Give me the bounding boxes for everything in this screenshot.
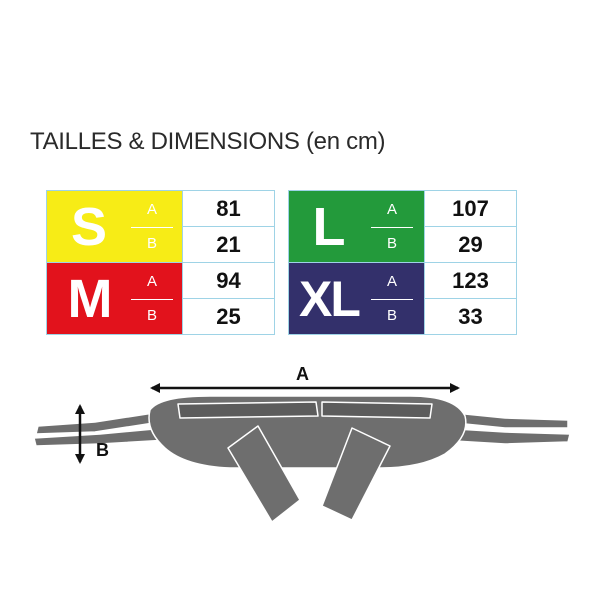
- pad-left: [177, 401, 319, 419]
- size-table-right: L A B 107 29 XL A B 123 33: [288, 190, 517, 335]
- size-xl-label-a: A: [386, 273, 397, 290]
- size-l-value-a: 107: [424, 190, 517, 227]
- size-l-label-a: A: [386, 201, 397, 218]
- size-xl-divider: [371, 299, 413, 300]
- size-s-label-b: B: [146, 235, 157, 252]
- size-cell-m: M A B: [46, 262, 183, 335]
- size-letter-m: M: [67, 268, 113, 329]
- size-letter-l: L: [312, 196, 346, 257]
- size-xl-value-b: 33: [424, 298, 517, 335]
- leg-strap-left: [227, 425, 301, 523]
- size-letter-s: S: [70, 196, 107, 257]
- size-table-left: S A B 81 21 M A B 94 25: [46, 190, 275, 335]
- size-l-value-b: 29: [424, 226, 517, 263]
- size-s-divider: [131, 227, 173, 228]
- size-xl-value-a: 123: [424, 262, 517, 299]
- size-m-value-a: 94: [182, 262, 275, 299]
- size-m-divider: [131, 299, 173, 300]
- size-s-label-a: A: [146, 201, 157, 218]
- dimension-a-label: A: [296, 364, 309, 384]
- size-m-label-b: B: [146, 307, 157, 324]
- size-m-label-a: A: [146, 273, 157, 290]
- sling-body: [33, 395, 571, 523]
- size-cell-l: L A B: [288, 190, 425, 263]
- page-title: TAILLES & DIMENSIONS (en cm): [30, 128, 386, 155]
- sling-diagram: A B: [33, 364, 571, 523]
- pad-right: [321, 401, 433, 419]
- size-l-label-b: B: [386, 235, 397, 252]
- size-m-value-b: 25: [182, 298, 275, 335]
- size-s-value-b: 21: [182, 226, 275, 263]
- dimension-b-label: B: [96, 440, 109, 460]
- size-l-divider: [371, 227, 413, 228]
- size-xl-label-b: B: [386, 307, 397, 324]
- size-cell-s: S A B: [46, 190, 183, 263]
- size-letter-xl: XL: [299, 270, 361, 327]
- size-cell-xl: XL A B: [288, 262, 425, 335]
- size-s-value-a: 81: [182, 190, 275, 227]
- leg-strap-right: [321, 427, 391, 521]
